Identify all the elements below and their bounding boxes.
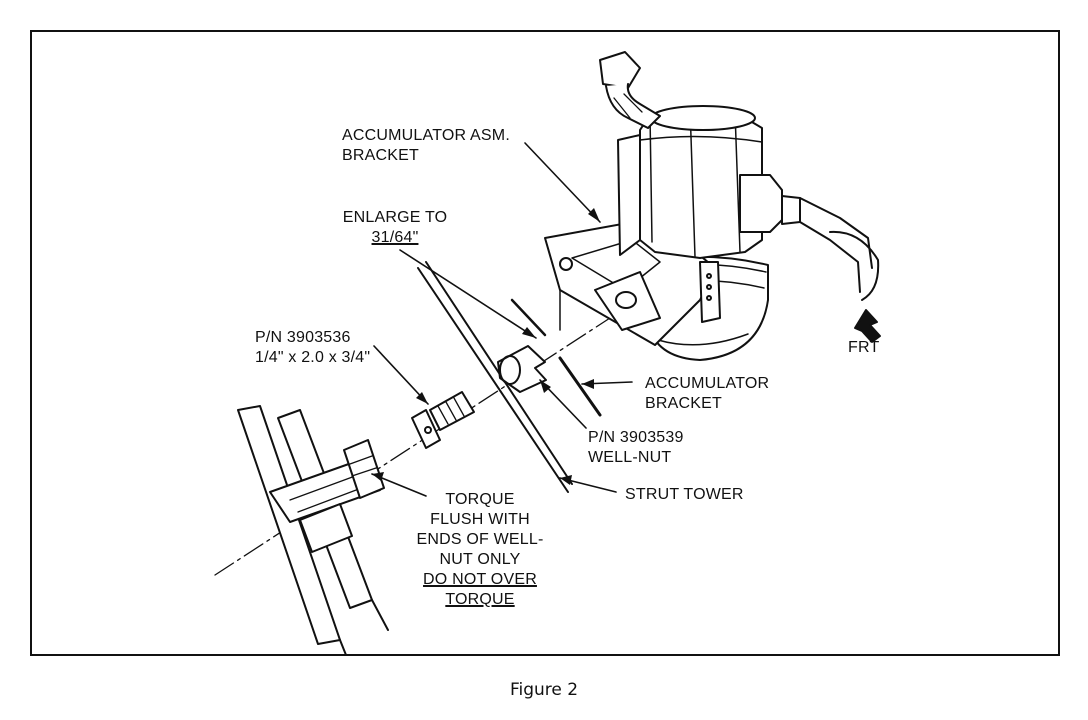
label-bolt-part-number: P/N 3903536 1/4" x 2.0 x 3/4"	[255, 329, 371, 366]
label-accumulator-asm-bracket: ACCUMULATOR ASM. BRACKET	[342, 127, 510, 164]
label-enlarge: ENLARGE TO 31/64"	[342, 209, 448, 246]
torque-tool-drawing	[237, 405, 389, 656]
figure-frame	[30, 30, 1060, 656]
bolt-drawing	[411, 391, 475, 449]
accumulator-drawing	[544, 51, 880, 361]
label-front: FRT	[848, 339, 880, 356]
front-arrow	[854, 309, 881, 343]
well-nut-drawing	[497, 345, 547, 393]
label-well-nut-part-number: P/N 3903539 WELL-NUT	[588, 429, 684, 466]
figure-caption: Figure 2	[509, 680, 579, 700]
accumulator-bracket-plate	[558, 356, 602, 417]
leader-arrowheads	[372, 208, 600, 485]
strut-tower-plate	[417, 261, 573, 493]
label-torque-note: TORQUE FLUSH WITH ENDS OF WELL- NUT ONLY…	[416, 491, 544, 608]
label-strut-tower: STRUT TOWER	[625, 486, 744, 503]
label-accumulator-bracket: ACCUMULATOR BRACKET	[645, 375, 770, 412]
